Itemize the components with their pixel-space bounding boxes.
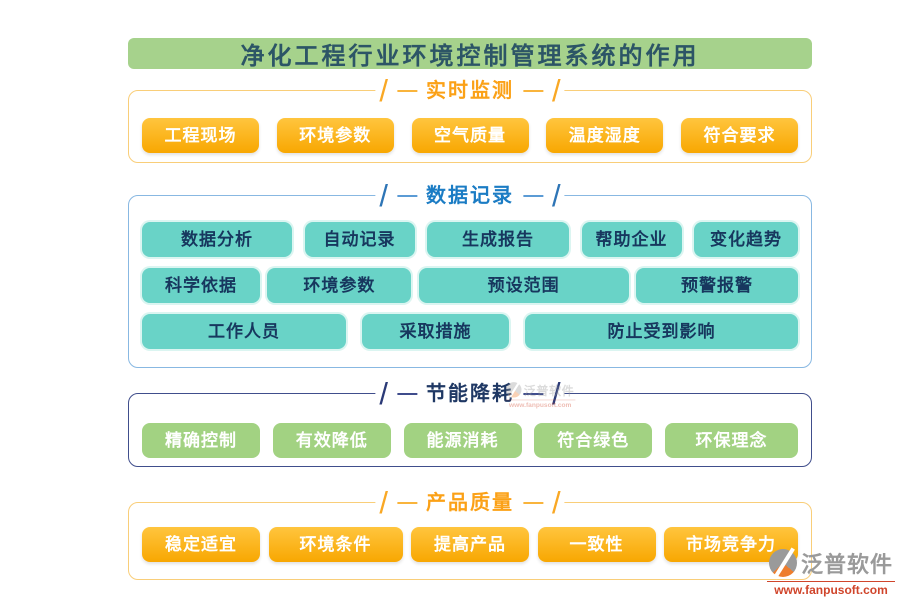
watermark-brand: 泛普软件 www.fanpusoft.com xyxy=(767,547,895,597)
section-title: 实时监测 xyxy=(426,80,514,102)
watermark-divider xyxy=(505,399,576,401)
watermark-url: www.fanpusoft.com xyxy=(508,400,572,409)
dash-decoration xyxy=(397,195,417,197)
feature-tag: 预警报警 xyxy=(635,268,798,303)
feature-tag: 工作人员 xyxy=(142,314,346,349)
feature-tag: 有效降低 xyxy=(272,423,391,458)
watermark-faint: 泛普软件 www.fanpusoft.com xyxy=(505,381,576,409)
section-energy-saving: / 节能降耗 / 精确控制 有效降低 能源消耗 符合绿色 环保理念 xyxy=(128,378,812,467)
feature-tag: 符合要求 xyxy=(681,118,798,153)
feature-tag: 精确控制 xyxy=(142,423,260,458)
page-title-text: 净化工程行业环境控制管理系统的作用 xyxy=(240,44,700,70)
section-header: / 节能降耗 / xyxy=(375,376,565,411)
feature-tag: 防止受到影响 xyxy=(525,314,798,349)
feature-tag: 环境条件 xyxy=(268,527,403,562)
feature-tag: 生成报告 xyxy=(427,222,569,257)
feature-tag: 变化趋势 xyxy=(694,222,798,257)
dash-decoration xyxy=(523,90,543,92)
feature-tag: 自动记录 xyxy=(304,222,415,257)
feature-tag: 稳定适宜 xyxy=(142,527,260,562)
tag-row: 稳定适宜 环境条件 提高产品 一致性 市场竞争力 xyxy=(142,527,798,562)
feature-tag: 帮助企业 xyxy=(581,222,682,257)
feature-tag: 符合绿色 xyxy=(534,423,653,458)
watermark-divider xyxy=(767,581,895,582)
feature-tag: 温度湿度 xyxy=(546,118,664,153)
tag-row: 精确控制 有效降低 能源消耗 符合绿色 环保理念 xyxy=(142,423,798,458)
feature-tag: 采取措施 xyxy=(362,314,509,349)
feature-tag: 能源消耗 xyxy=(403,423,522,458)
feature-tag: 预设范围 xyxy=(418,268,629,303)
section-data-recording: / 数据记录 / 数据分析 自动记录 生成报告 帮助企业 变化趋势 科学依据 环… xyxy=(128,180,812,368)
slash-decoration: / xyxy=(552,485,561,520)
page-title: 净化工程行业环境控制管理系统的作用 xyxy=(128,38,812,70)
feature-tag: 环保理念 xyxy=(665,423,798,458)
feature-tag: 环境参数 xyxy=(276,118,394,153)
dash-decoration xyxy=(397,90,417,92)
tag-row: 工程现场 环境参数 空气质量 温度湿度 符合要求 xyxy=(142,118,798,153)
dash-decoration xyxy=(523,393,543,395)
slash-decoration: / xyxy=(552,376,561,411)
slash-decoration: / xyxy=(379,178,388,213)
section-title: 产品质量 xyxy=(426,492,514,514)
section-header: / 产品质量 / xyxy=(375,485,565,520)
section-title: 节能降耗 xyxy=(426,383,514,405)
dash-decoration xyxy=(523,502,543,504)
tag-row: 工作人员 采取措施 防止受到影响 xyxy=(142,314,798,349)
fanpu-logo-icon xyxy=(506,382,522,398)
slash-decoration: / xyxy=(379,376,388,411)
feature-tag: 科学依据 xyxy=(142,268,260,303)
feature-tag: 一致性 xyxy=(537,527,656,562)
dash-decoration xyxy=(523,195,543,197)
slash-decoration: / xyxy=(379,73,388,108)
fanpu-logo-icon xyxy=(768,549,797,577)
tag-row: 科学依据 环境参数 预设范围 预警报警 xyxy=(142,268,798,303)
section-header: / 实时监测 / xyxy=(375,73,565,108)
watermark-brand-text: 泛普软件 xyxy=(800,552,893,577)
feature-tag: 环境参数 xyxy=(267,268,412,303)
tag-row: 数据分析 自动记录 生成报告 帮助企业 变化趋势 xyxy=(142,222,798,257)
feature-tag: 数据分析 xyxy=(142,222,292,257)
slash-decoration: / xyxy=(379,485,388,520)
section-title: 数据记录 xyxy=(426,185,514,207)
dash-decoration xyxy=(397,502,417,504)
feature-tag: 空气质量 xyxy=(411,118,529,153)
slash-decoration: / xyxy=(552,178,561,213)
slash-decoration: / xyxy=(552,73,561,108)
watermark-brand-text: 泛普软件 xyxy=(523,383,575,398)
dash-decoration xyxy=(397,393,417,395)
feature-tag: 提高产品 xyxy=(411,527,529,562)
section-realtime-monitoring: / 实时监测 / 工程现场 环境参数 空气质量 温度湿度 符合要求 xyxy=(128,75,812,163)
section-product-quality: / 产品质量 / 稳定适宜 环境条件 提高产品 一致性 市场竞争力 xyxy=(128,487,812,580)
section-header: / 数据记录 / xyxy=(375,178,565,213)
feature-tag: 工程现场 xyxy=(142,118,259,153)
watermark-url[interactable]: www.fanpusoft.com xyxy=(774,583,888,597)
